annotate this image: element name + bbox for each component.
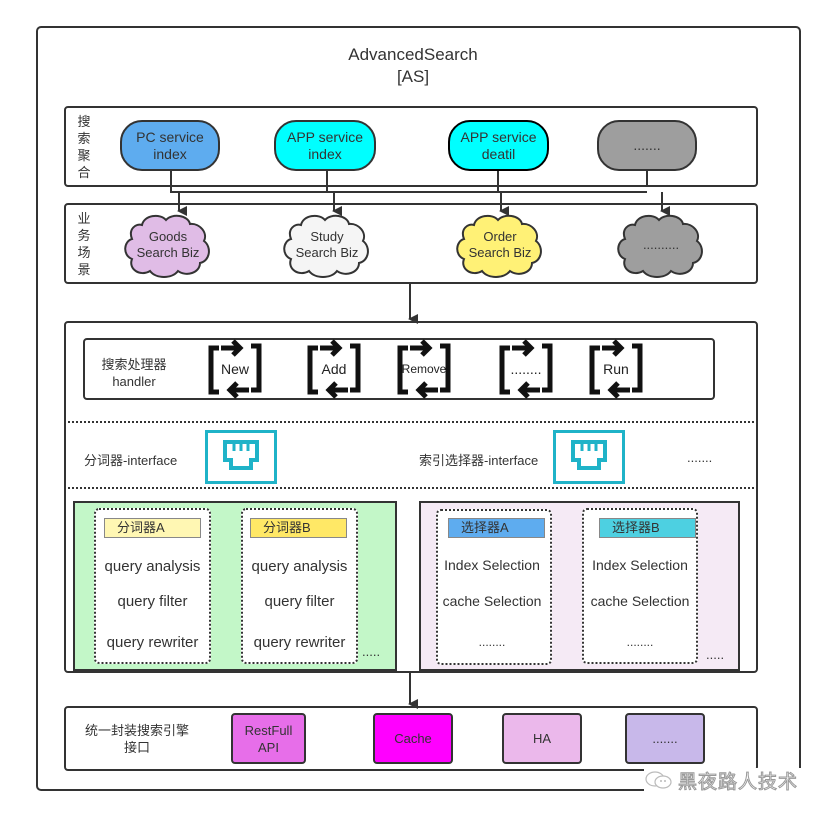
search-aggregation-label: 搜索聚合 bbox=[77, 114, 91, 180]
wechat-icon bbox=[645, 771, 672, 789]
tokenizer-a-filter: query filter bbox=[117, 593, 188, 610]
selector-interface-icon bbox=[553, 430, 625, 489]
engine-more[interactable]: ....... bbox=[625, 713, 705, 764]
loop-arrows-icon bbox=[307, 339, 361, 399]
handler-step-label: ........ bbox=[510, 361, 542, 377]
title-line-1: AdvancedSearch bbox=[348, 45, 478, 64]
advanced-search-frame bbox=[36, 26, 801, 791]
watermark-text: 黑夜路人技术 bbox=[677, 770, 799, 793]
tokenizer-interface-label: 分词器-interface bbox=[84, 453, 178, 468]
loop-arrows-icon bbox=[397, 339, 451, 399]
handler-step-label: Remove bbox=[401, 362, 447, 376]
handler-step-label: Run bbox=[603, 361, 629, 377]
tokenizer-a-rewriter: query rewriter bbox=[106, 634, 199, 651]
selector-a-cache: cache Selection bbox=[442, 593, 542, 609]
tokenizer-b-rewriter: query rewriter bbox=[253, 634, 346, 651]
handler-step-new[interactable]: New bbox=[205, 338, 265, 400]
selector-b-index: Index Selection bbox=[592, 557, 688, 573]
handler-step-label: New bbox=[220, 361, 249, 377]
cloud-shape-icon bbox=[124, 214, 210, 278]
title-line-2: [AS] bbox=[396, 67, 430, 86]
handler-step-remove[interactable]: Remove bbox=[394, 338, 454, 400]
selector-interface-label: 索引选择器-interface bbox=[419, 453, 539, 468]
tokenizer-a-analysis: query analysis bbox=[104, 558, 201, 575]
tokenizer-more: ..... bbox=[362, 644, 381, 659]
handler-step-run[interactable]: Run bbox=[586, 338, 646, 400]
tokenizer-b-tag: 分词器B bbox=[250, 518, 347, 538]
selector-b-tag: 选择器B bbox=[599, 518, 696, 538]
loop-arrows-icon bbox=[589, 339, 643, 399]
selector-a-more: ........ bbox=[478, 635, 506, 649]
handler-step-add[interactable]: Add bbox=[304, 338, 364, 400]
selector-a-index: Index Selection bbox=[444, 557, 540, 573]
watermark: 黑夜路人技术 bbox=[644, 768, 804, 793]
tokenizer-b-analysis: query analysis bbox=[251, 558, 348, 575]
handler-step-more[interactable]: ........ bbox=[496, 338, 556, 400]
selector-a-tag: 选择器A bbox=[448, 518, 545, 538]
tokenizer-b-filter: query filter bbox=[264, 593, 335, 610]
handler-step-label: Add bbox=[321, 361, 347, 377]
interface-more: ....... bbox=[687, 450, 713, 465]
tokenizer-interface-icon bbox=[205, 430, 277, 489]
engine-interface-label: 统一封装搜索引擎接口 bbox=[84, 723, 189, 755]
selector-b-more: ........ bbox=[626, 635, 654, 649]
tokenizer-a-tag: 分词器A bbox=[104, 518, 201, 538]
selector-b-cache: cache Selection bbox=[590, 593, 690, 609]
interface-band bbox=[64, 421, 758, 489]
loop-arrows-icon bbox=[208, 339, 262, 399]
loop-arrows-icon bbox=[499, 339, 553, 399]
cloud-shape-icon bbox=[283, 214, 369, 278]
cloud-shape-icon bbox=[617, 214, 703, 278]
business-scenario-label: 业务场景 bbox=[77, 211, 91, 277]
selector-more: ..... bbox=[706, 647, 725, 662]
cloud-shape-icon bbox=[456, 214, 542, 278]
diagram-title: AdvancedSearch [AS] bbox=[0, 44, 826, 88]
scenario-more[interactable]: .......... bbox=[613, 211, 709, 279]
service-more[interactable]: ....... bbox=[597, 120, 697, 171]
engine-cache[interactable]: Cache bbox=[373, 713, 453, 764]
engine-ha[interactable]: HA bbox=[502, 713, 582, 764]
